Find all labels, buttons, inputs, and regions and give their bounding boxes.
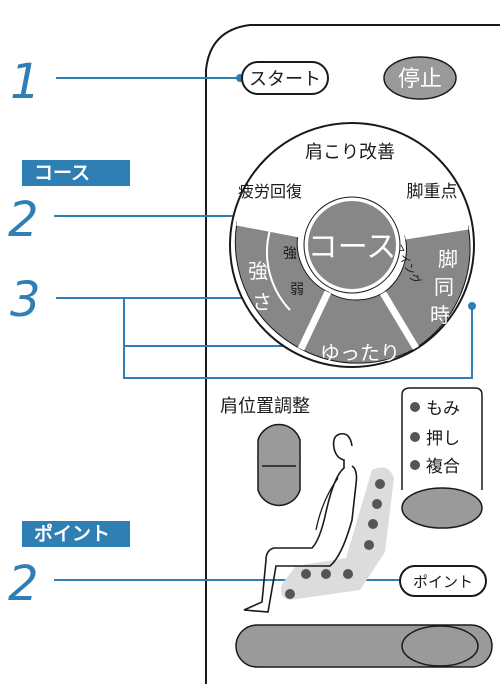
- mode-item-press: 押し: [410, 429, 460, 449]
- massage-chair-illustration: [243, 432, 394, 613]
- strength-weak-label: 弱: [290, 282, 304, 298]
- point-section-tag: ポイント: [22, 521, 130, 547]
- callout-bracket-3: [123, 298, 473, 379]
- remote-body-outline: [205, 24, 500, 684]
- callout-number-2-point: 2: [8, 556, 39, 612]
- fatigue-recovery-label: 疲労回復: [238, 182, 302, 201]
- shoulder-adjust-button[interactable]: [257, 423, 301, 507]
- strength-strong-label: 強: [283, 246, 297, 262]
- start-button[interactable]: スタート: [241, 61, 329, 95]
- mode-label-press: 押し: [426, 429, 460, 449]
- dial-separator-right: [404, 222, 469, 240]
- strength-segment[interactable]: [234, 221, 329, 350]
- callout-number-2-course: 2: [8, 192, 39, 248]
- mode-label-kneading: もみ: [426, 399, 460, 419]
- strength-label-1: 強: [248, 259, 268, 283]
- mode-dot-press: [410, 432, 420, 442]
- point-button-label: ポイント: [413, 573, 473, 591]
- callout-lines: [54, 74, 476, 584]
- callout-dot-3-leg: [468, 302, 476, 310]
- strength-inner-arc: [266, 229, 291, 311]
- mode-item-combo: 複合: [410, 457, 460, 477]
- stop-button-label: 停止: [398, 67, 442, 92]
- callout-number-1: 1: [10, 54, 41, 110]
- dial-separator-lower-right: [379, 291, 420, 350]
- dial-separator-lower-left: [297, 290, 332, 351]
- massage-roller-dots: [285, 479, 385, 599]
- course-button[interactable]: コース: [303, 196, 401, 294]
- person-arm: [315, 477, 339, 531]
- start-button-label: スタート: [249, 69, 321, 90]
- mode-item-kneading: もみ: [410, 399, 460, 419]
- bottom-slider[interactable]: [235, 624, 493, 668]
- leg-sync-label-1: 脚: [438, 247, 458, 271]
- shoulder-adjust-label: 肩位置調整: [220, 396, 310, 417]
- dial-separator-left: [236, 218, 301, 238]
- seated-person-outline: [243, 432, 358, 613]
- callout-number-3: 3: [10, 272, 41, 328]
- stop-button[interactable]: 停止: [383, 56, 457, 100]
- chair-backrest: [281, 467, 394, 600]
- relax-label: ゆったり: [320, 341, 400, 365]
- strength-label-2: さ: [252, 290, 272, 314]
- point-button[interactable]: ポイント: [399, 565, 487, 597]
- leg-focus-label: 脚重点: [407, 182, 458, 202]
- mode-dot-combo: [410, 460, 420, 470]
- leg-sync-label-2: 同: [434, 275, 454, 299]
- leg-sync-label-3: 時: [430, 303, 450, 327]
- bottom-slider-knob[interactable]: [401, 625, 479, 667]
- mode-dot-kneading: [410, 402, 420, 412]
- mode-panel-frame: [401, 387, 483, 490]
- shoulder-relief-label: 肩こり改善: [305, 142, 395, 163]
- course-section-tag: コース: [22, 160, 130, 186]
- mode-button[interactable]: [401, 487, 483, 529]
- leg-sync-segment[interactable]: [382, 225, 471, 349]
- mode-label-combo: 複合: [426, 457, 460, 477]
- course-button-label: コース: [308, 230, 397, 265]
